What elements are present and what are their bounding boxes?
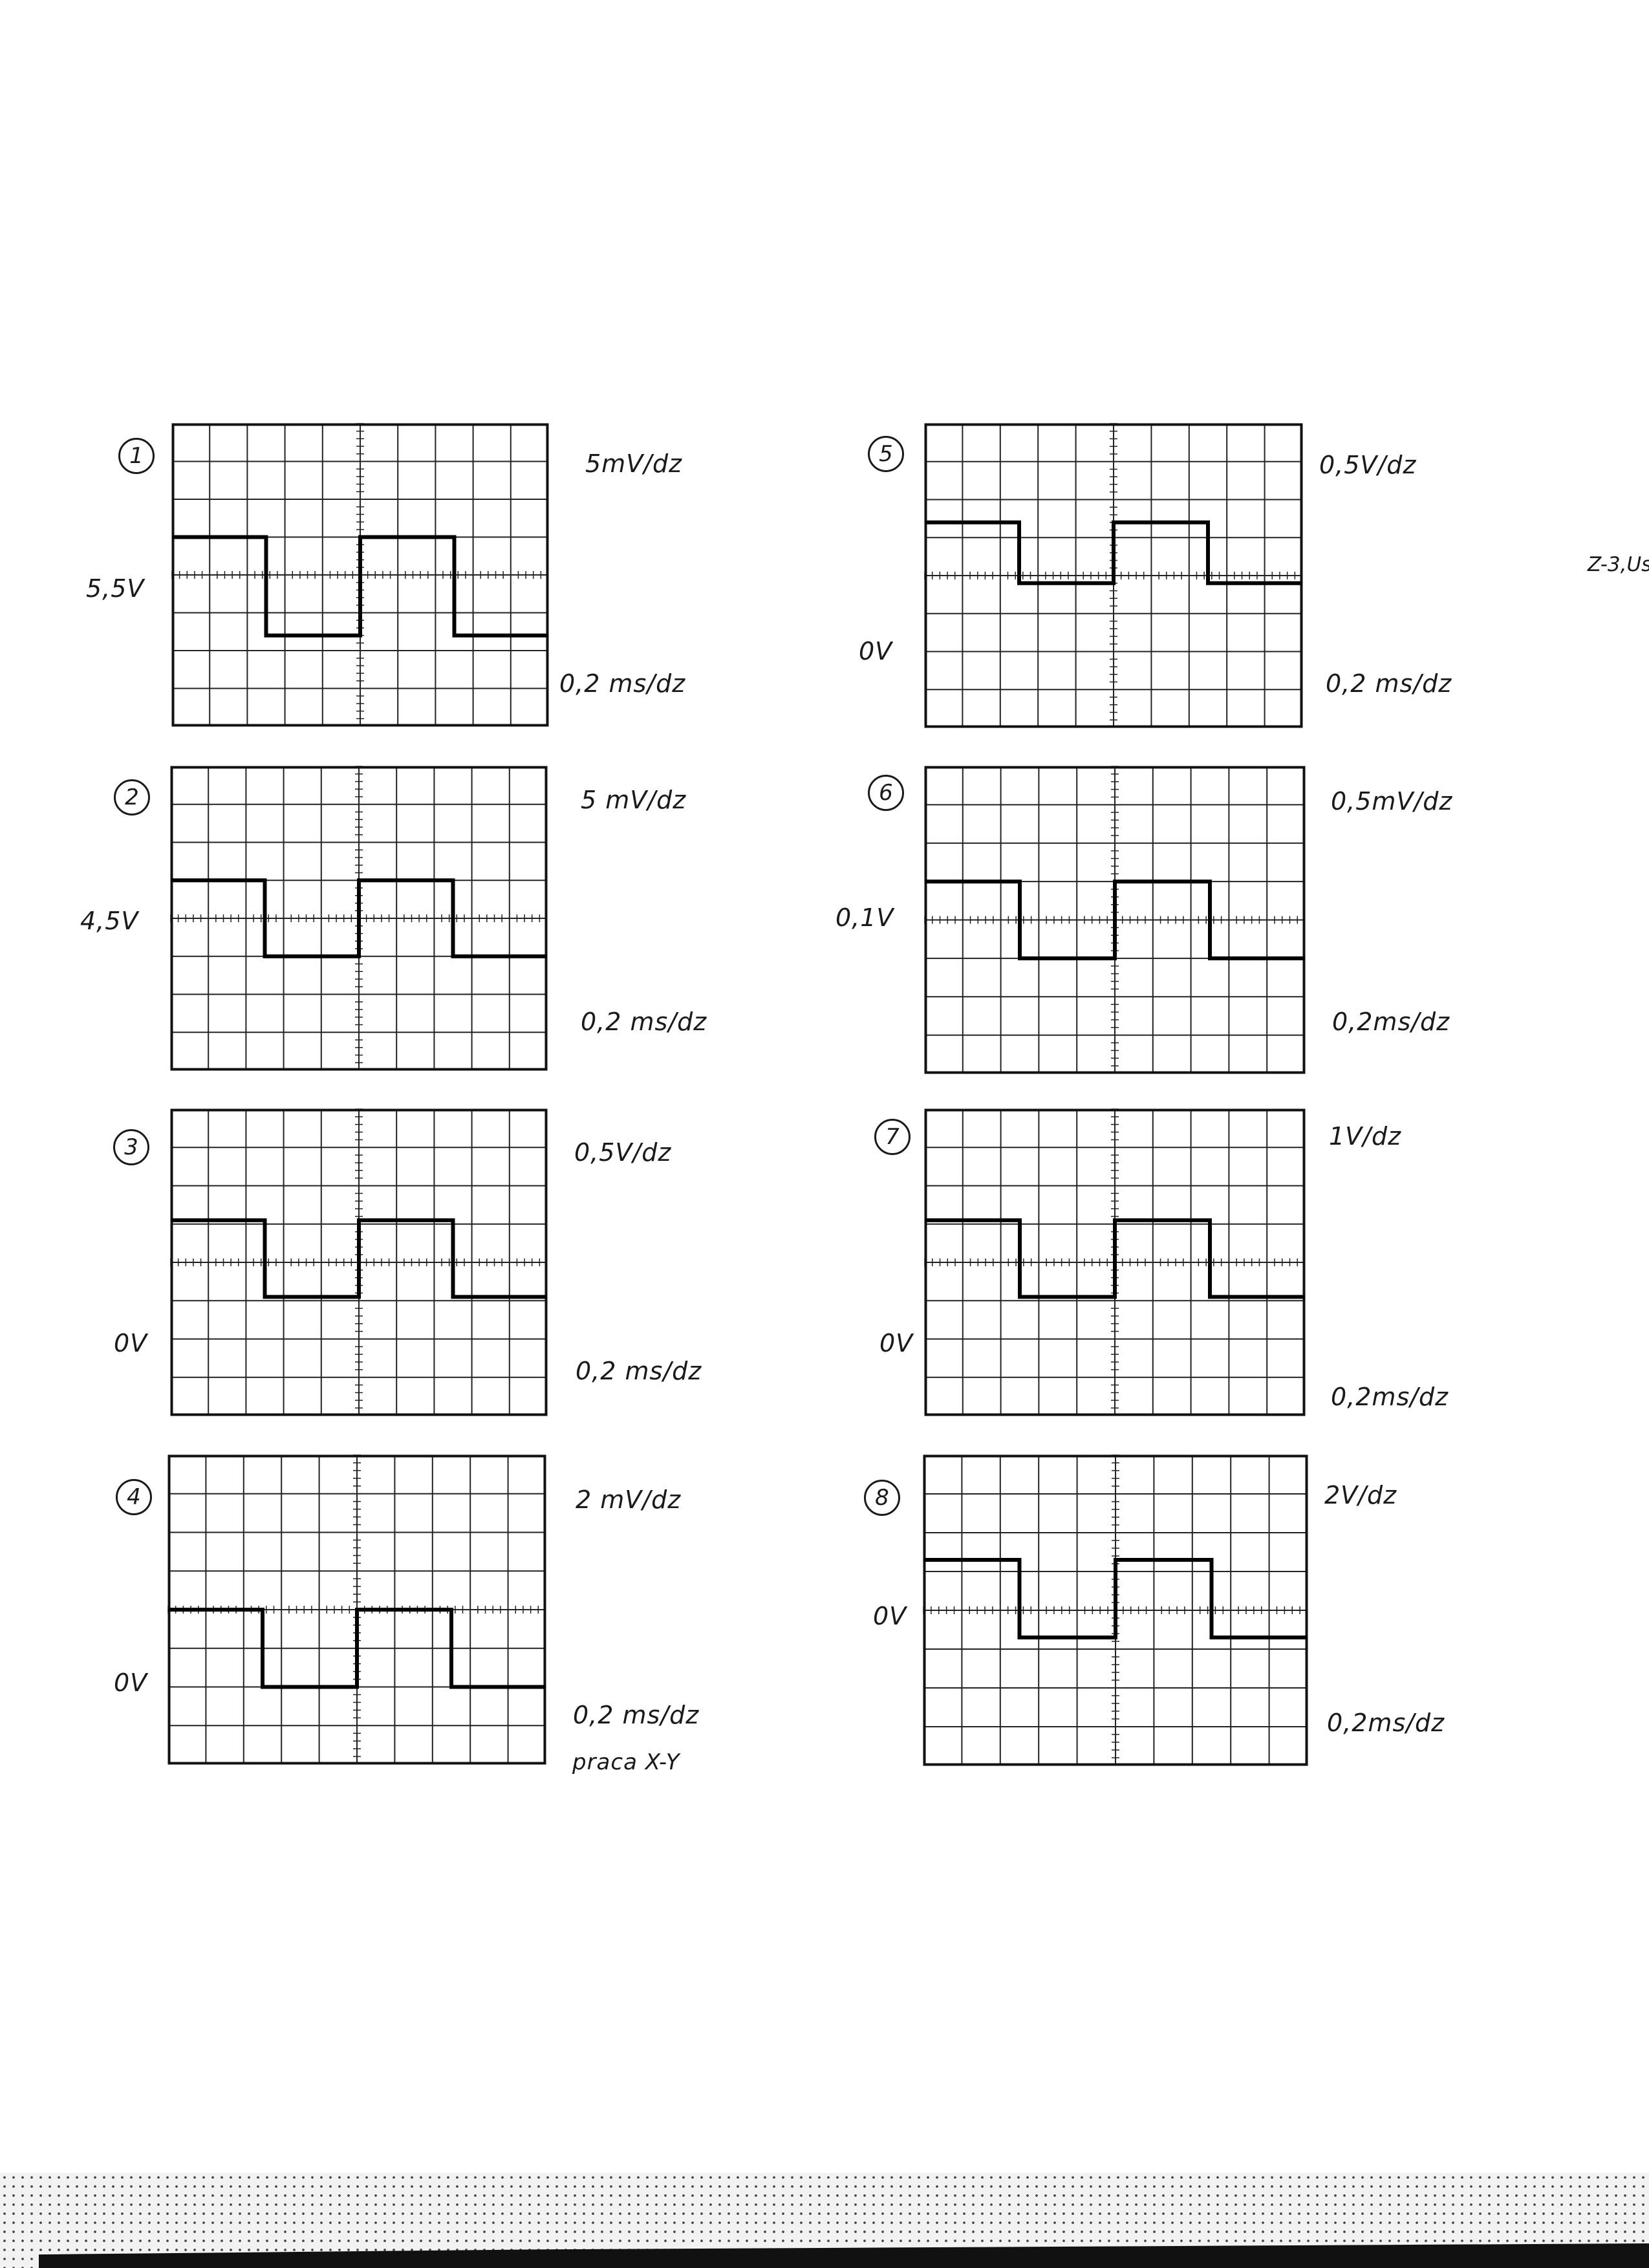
oscilloscope-grid [170, 766, 548, 1071]
scan-edge-bar [39, 2243, 1649, 2268]
time-per-div-label: 0,2 ms/dz [576, 1357, 702, 1385]
level-label: 0V [873, 1602, 907, 1630]
graticule-frame [171, 423, 549, 727]
graticule-frame [924, 766, 1306, 1074]
panel-number: 3 [113, 1129, 149, 1165]
square-wave-trace [923, 1558, 1308, 1639]
oscilloscope-grid [924, 423, 1303, 728]
graticule-frame [170, 1108, 548, 1416]
graticule-frame [170, 766, 548, 1071]
time-per-div-label: 0,2ms/dz [1331, 1383, 1449, 1411]
time-per-div-label: 0,2 ms/dz [573, 1701, 700, 1729]
time-per-div-label: 0,2 ms/dz [559, 669, 686, 698]
side-label: Z-3,Us [1588, 553, 1649, 576]
square-wave-trace [168, 1608, 546, 1689]
square-wave-trace [172, 535, 548, 638]
mode-label: praca X-Y [572, 1749, 680, 1775]
oscilloscope-grid [924, 766, 1306, 1074]
oscilloscope-grid [171, 423, 549, 727]
level-label: 4,5V [80, 907, 139, 935]
square-wave-trace [171, 878, 547, 958]
time-per-div-label: 0,2ms/dz [1332, 1008, 1450, 1036]
oscilloscope-grid [924, 1108, 1306, 1416]
level-label: 0,1V [835, 903, 894, 932]
volts-per-div-label: 0,5mV/dz [1331, 787, 1453, 815]
level-label: 0V [114, 1669, 148, 1697]
volts-per-div-label: 0,5V/dz [574, 1138, 672, 1167]
oscilloscope-grid [923, 1454, 1308, 1766]
volts-per-div-label: 5 mV/dz [581, 786, 687, 814]
scan-edge-band [0, 2173, 1649, 2268]
panel-number: 5 [868, 436, 904, 472]
panel-number: 2 [114, 779, 150, 815]
level-label: 0V [859, 637, 893, 665]
square-wave-trace [171, 1218, 547, 1299]
time-per-div-label: 0,2 ms/dz [1326, 669, 1452, 698]
volts-per-div-label: 0,5V/dz [1319, 451, 1417, 479]
time-per-div-label: 0,2 ms/dz [581, 1008, 707, 1036]
volts-per-div-label: 2 mV/dz [576, 1485, 682, 1514]
panel-number: 4 [116, 1479, 152, 1515]
square-wave-trace [925, 880, 1305, 960]
oscilloscope-grid [167, 1454, 546, 1765]
panel-number: 8 [864, 1480, 900, 1516]
panel-number: 7 [874, 1119, 911, 1155]
graticule-frame [924, 1108, 1306, 1416]
level-label: 5,5V [86, 574, 145, 603]
panel-number: 1 [118, 438, 155, 474]
volts-per-div-label: 1V/dz [1329, 1122, 1402, 1150]
volts-per-div-label: 2V/dz [1324, 1481, 1397, 1509]
panel-number: 6 [868, 775, 904, 811]
volts-per-div-label: 5mV/dz [585, 449, 683, 478]
time-per-div-label: 0,2ms/dz [1327, 1709, 1445, 1737]
square-wave-trace [925, 520, 1302, 585]
level-label: 0V [879, 1329, 914, 1357]
oscilloscope-grid [170, 1108, 548, 1416]
level-label: 0V [114, 1329, 148, 1357]
graticule-frame [924, 423, 1303, 728]
graticule-frame [923, 1454, 1308, 1766]
square-wave-trace [925, 1218, 1305, 1299]
